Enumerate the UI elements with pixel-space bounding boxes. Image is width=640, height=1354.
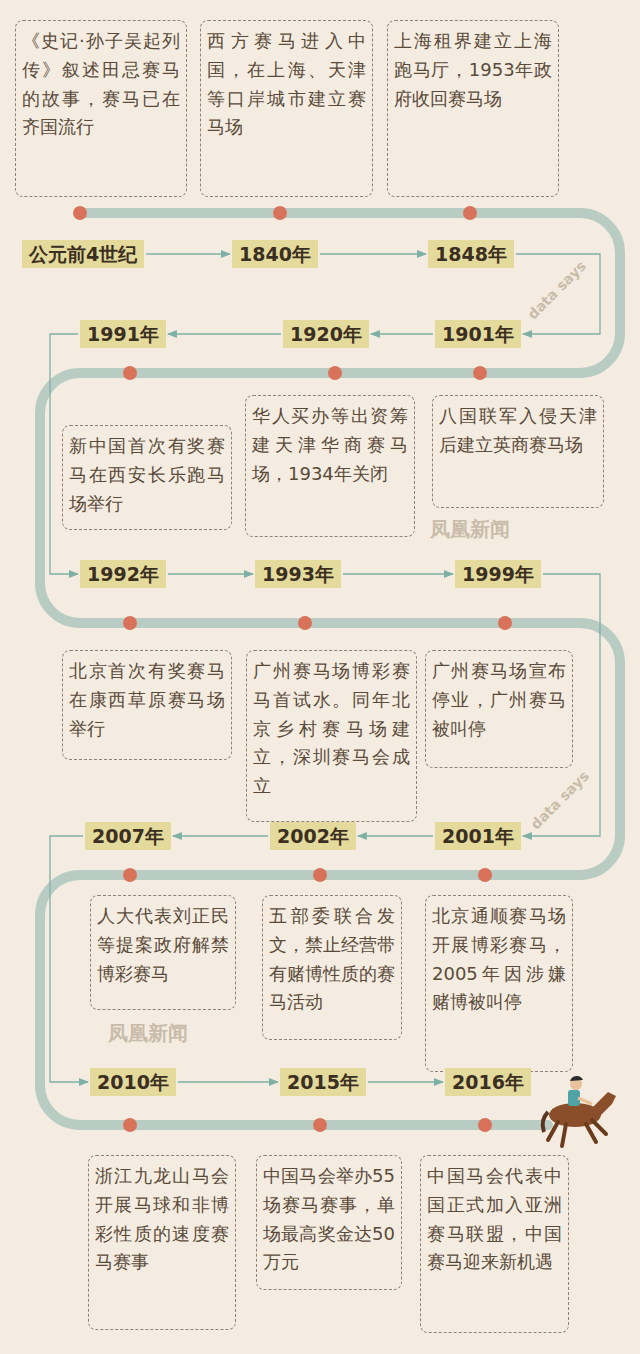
- year-text: 2002年: [277, 823, 349, 849]
- year-text: 2016年: [452, 1069, 524, 1095]
- year-text: 1992年: [87, 561, 159, 587]
- timeline-arrow: [516, 254, 600, 334]
- event-text: 上海租界建立上海跑马厅，1953年政府收回赛马场: [394, 27, 552, 113]
- watermark: data says: [525, 258, 590, 323]
- year-text: 2015年: [287, 1069, 359, 1095]
- timeline-arrow: [168, 573, 253, 574]
- event-text: 新中国首次有奖赛马在西安长乐跑马场举行: [69, 432, 225, 518]
- timeline-arrow: [371, 333, 433, 334]
- event-box: 广州赛马场博彩赛马首试水。同年北京乡村赛马场建立，深圳赛马会成立: [246, 650, 417, 822]
- timeline-arrow: [168, 333, 281, 334]
- watermark: data says: [528, 768, 593, 833]
- year-text: 1848年: [435, 241, 507, 267]
- event-text: 西方赛马进入中国，在上海、天津等口岸城市建立赛马场: [207, 27, 366, 142]
- year-label: 1992年: [80, 560, 166, 588]
- track: [40, 213, 620, 1125]
- year-label: 1999年: [455, 560, 541, 588]
- event-text: 北京首次有奖赛马在康西草原赛马场举行: [69, 657, 225, 743]
- event-box: 华人买办等出资筹建天津华商赛马场，1934年关闭: [245, 395, 415, 537]
- year-label: 1991年: [80, 320, 166, 348]
- event-text: 五部委联合发文，禁止经营带有赌博性质的赛马活动: [269, 902, 395, 1017]
- year-label: 1901年: [435, 320, 521, 348]
- event-box: 人大代表刘正民等提案政府解禁博彩赛马: [90, 895, 236, 1010]
- year-label: 2001年: [435, 822, 521, 850]
- year-text: 1840年: [239, 241, 311, 267]
- year-label: 1993年: [255, 560, 341, 588]
- event-box: 中国马会举办55场赛马赛事，单场最高奖金达50万元: [256, 1155, 402, 1290]
- year-label: 1848年: [428, 240, 514, 268]
- year-label: 公元前4世纪: [22, 240, 144, 268]
- event-text: 人大代表刘正民等提案政府解禁博彩赛马: [97, 902, 229, 988]
- year-text: 1901年: [442, 321, 514, 347]
- event-text: 广州赛马场博彩赛马首试水。同年北京乡村赛马场建立，深圳赛马会成立: [253, 657, 410, 801]
- year-text: 公元前4世纪: [29, 241, 137, 267]
- timeline-arrow: [320, 253, 426, 254]
- event-box: 五部委联合发文，禁止经营带有赌博性质的赛马活动: [262, 895, 402, 1040]
- event-text: 北京通顺赛马场开展博彩赛马，2005年因涉嫌赌博被叫停: [432, 902, 566, 1017]
- event-box: 新中国首次有奖赛马在西安长乐跑马场举行: [62, 425, 232, 530]
- event-box: 北京通顺赛马场开展博彩赛马，2005年因涉嫌赌博被叫停: [425, 895, 573, 1072]
- year-label: 2002年: [270, 822, 356, 850]
- year-text: 1991年: [87, 321, 159, 347]
- event-box: 八国联军入侵天津后建立英商赛马场: [432, 395, 604, 508]
- year-label: 2016年: [445, 1068, 531, 1096]
- event-text: 华人买办等出资筹建天津华商赛马场，1934年关闭: [252, 402, 408, 488]
- watermark: 凤凰新闻: [430, 516, 510, 543]
- year-label: 2010年: [90, 1068, 176, 1096]
- event-box: 浙江九龙山马会开展马球和非博彩性质的速度赛马赛事: [88, 1155, 236, 1330]
- event-text: 《史记·孙子吴起列传》叙述田忌赛马的故事，赛马已在齐国流行: [22, 27, 180, 142]
- year-text: 1993年: [262, 561, 334, 587]
- year-text: 1920年: [290, 321, 362, 347]
- year-label: 1920年: [283, 320, 369, 348]
- horse-rider: [543, 1076, 616, 1146]
- watermark: 凤凰新闻: [108, 1020, 188, 1047]
- year-text: 2007年: [92, 823, 164, 849]
- event-box: 《史记·孙子吴起列传》叙述田忌赛马的故事，赛马已在齐国流行: [15, 20, 187, 197]
- event-text: 中国马会举办55场赛马赛事，单场最高奖金达50万元: [263, 1162, 395, 1277]
- timeline-arrow: [173, 835, 268, 836]
- event-box: 北京首次有奖赛马在康西草原赛马场举行: [62, 650, 232, 760]
- event-text: 浙江九龙山马会开展马球和非博彩性质的速度赛马赛事: [95, 1162, 229, 1277]
- event-box: 西方赛马进入中国，在上海、天津等口岸城市建立赛马场: [200, 20, 373, 197]
- year-text: 2001年: [442, 823, 514, 849]
- year-text: 2010年: [97, 1069, 169, 1095]
- timeline-arrow: [178, 1081, 278, 1082]
- timeline-arrow: [343, 573, 453, 574]
- year-label: 2015年: [280, 1068, 366, 1096]
- timeline-arrow: [146, 253, 230, 254]
- year-label: 2007年: [85, 822, 171, 850]
- event-text: 中国马会代表中国正式加入亚洲赛马联盟，中国赛马迎来新机遇: [427, 1162, 562, 1277]
- event-box: 上海租界建立上海跑马厅，1953年政府收回赛马场: [387, 20, 559, 197]
- event-text: 八国联军入侵天津后建立英商赛马场: [439, 402, 597, 460]
- event-text: 广州赛马场宣布停业，广州赛马被叫停: [432, 657, 566, 743]
- timeline-arrow: [358, 835, 433, 836]
- year-label: 1840年: [232, 240, 318, 268]
- event-box: 中国马会代表中国正式加入亚洲赛马联盟，中国赛马迎来新机遇: [420, 1155, 569, 1333]
- event-box: 广州赛马场宣布停业，广州赛马被叫停: [425, 650, 573, 768]
- timeline-arrow: [368, 1081, 443, 1082]
- year-text: 1999年: [462, 561, 534, 587]
- timeline-arrow: [50, 836, 88, 1082]
